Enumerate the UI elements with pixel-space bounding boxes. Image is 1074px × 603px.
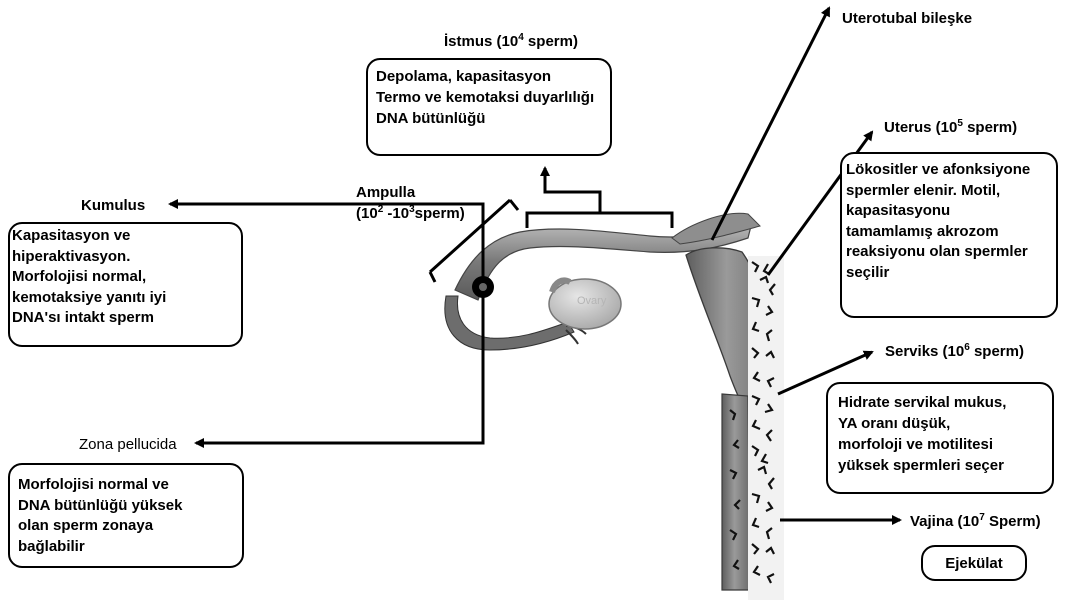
vajina-title: Vajina (107 Sperm) bbox=[910, 513, 1041, 531]
ovary-label: Ovary bbox=[577, 295, 607, 307]
serviks-title: Serviks (106 sperm) bbox=[885, 343, 1024, 361]
anatomy-illustration: Ovary bbox=[445, 213, 784, 600]
uterus-box-line-3: kapasitasyonu bbox=[846, 201, 1052, 222]
ampulla-title: Ampulla bbox=[356, 184, 415, 202]
ejekulat-box: Ejekülat bbox=[921, 545, 1027, 581]
uterus-box-line-5: reaksiyonu olan spermler bbox=[846, 242, 1052, 263]
serviks-box-line-3: morfoloji ve motilitesi bbox=[838, 434, 1042, 455]
uterus-box: Lökositler ve afonksiyone spermler eleni… bbox=[840, 152, 1058, 318]
istmus-title: İstmus (104 sperm) bbox=[444, 33, 578, 51]
serviks-box-line-4: yüksek spermleri seçer bbox=[838, 455, 1042, 476]
istmus-arrow bbox=[545, 168, 600, 213]
kumulus-box-line-2: hiperaktivasyon. bbox=[12, 247, 239, 268]
zona-box-line-1: Morfolojisi normal ve bbox=[18, 475, 234, 496]
uterus-box-line-1: Lökositler ve afonksiyone bbox=[846, 160, 1052, 181]
ejekulat-label: Ejekülat bbox=[923, 553, 1025, 574]
kumulus-box-line-5: DNA'sı intakt sperm bbox=[12, 308, 239, 329]
ampulla-count: (102 -103sperm) bbox=[356, 205, 465, 223]
istmus-box-line-1: Depolama, kapasitasyon bbox=[376, 66, 602, 87]
istmus-box-line-2: Termo ve kemotaksi duyarlılığı bbox=[376, 87, 602, 108]
zona-box-line-4: bağlabilir bbox=[18, 537, 234, 558]
zona-box: Morfolojisi normal ve DNA bütünlüğü yüks… bbox=[8, 463, 244, 568]
kumulus-box-line-1: Kapasitasyon ve bbox=[12, 226, 239, 247]
kumulus-title: Kumulus bbox=[81, 197, 145, 215]
istmus-box-line-3: DNA bütünlüğü bbox=[376, 108, 602, 129]
zona-box-line-2: DNA bütünlüğü yüksek bbox=[18, 496, 234, 517]
uterotubal-title: Uterotubal bileşke bbox=[842, 10, 972, 28]
kumulus-box-line-3: Morfolojisi normal, bbox=[12, 267, 239, 288]
istmus-box: Depolama, kapasitasyon Termo ve kemotaks… bbox=[366, 58, 612, 156]
uterotubal-arrow bbox=[712, 8, 829, 240]
serviks-box: Hidrate servikal mukus, YA oranı düşük, … bbox=[826, 382, 1054, 494]
serviks-box-line-1: Hidrate servikal mukus, bbox=[838, 392, 1042, 413]
istmus-bracket bbox=[527, 213, 672, 228]
uterus-box-line-6: seçilir bbox=[846, 263, 1052, 284]
zona-box-line-3: olan sperm zonaya bbox=[18, 516, 234, 537]
zona-title: Zona pellucida bbox=[79, 436, 177, 454]
uterus-box-line-4: tamamlamış akrozom bbox=[846, 222, 1052, 243]
serviks-box-line-2: YA oranı düşük, bbox=[838, 413, 1042, 434]
kumulus-box: Kapasitasyon ve hiperaktivasyon. Morfolo… bbox=[8, 222, 243, 347]
uterus-title: Uterus (105 sperm) bbox=[884, 119, 1017, 137]
kumulus-box-line-4: kemotaksiye yanıtı iyi bbox=[12, 288, 239, 309]
uterus-box-line-2: spermler elenir. Motil, bbox=[846, 181, 1052, 202]
vagina-canal bbox=[722, 394, 750, 590]
